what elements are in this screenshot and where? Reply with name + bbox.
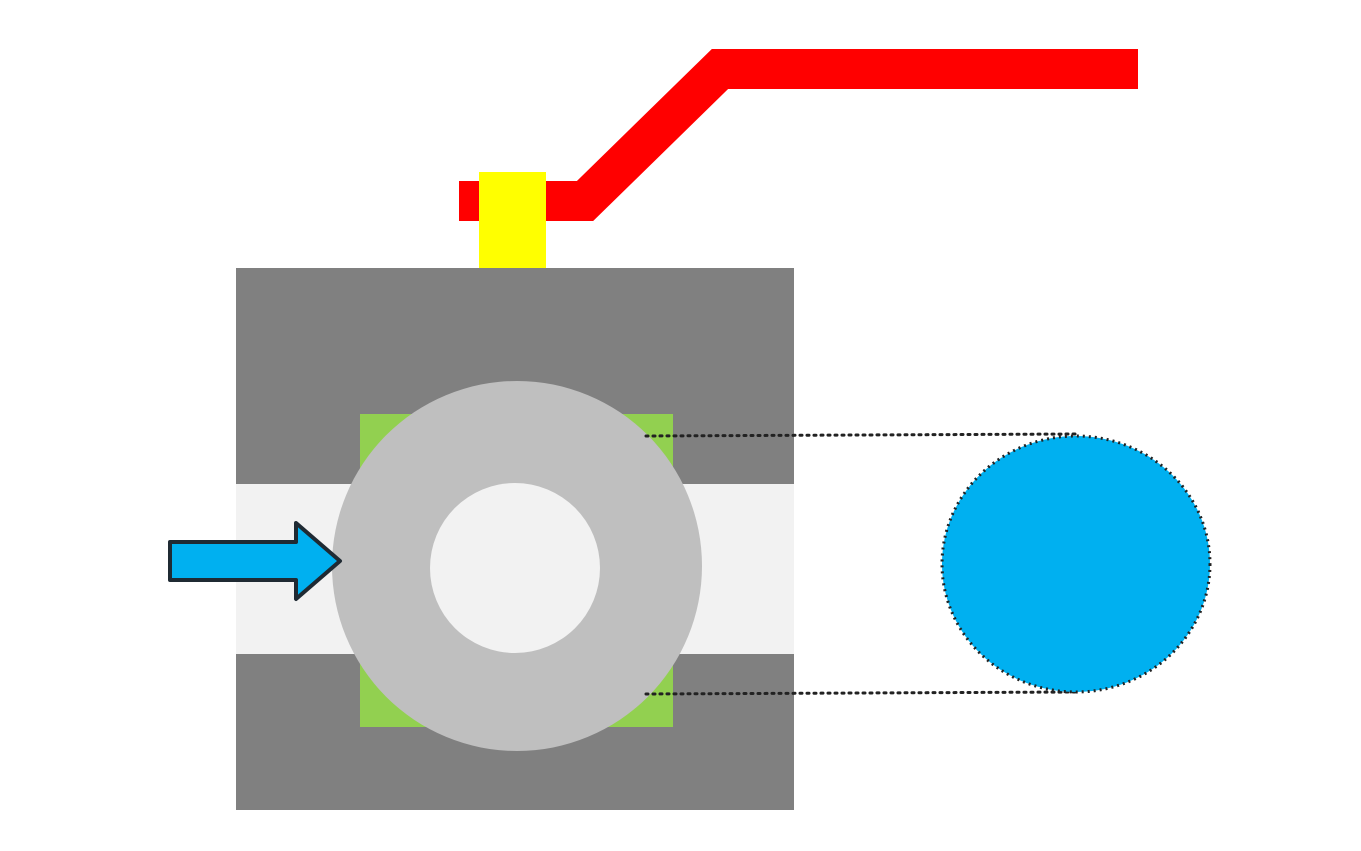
bore-opening-view: [940, 434, 1212, 694]
projection-line-top: [644, 432, 1077, 438]
valve-handle: [459, 49, 1138, 221]
projection-line-bottom: [644, 690, 1077, 696]
ball-bore: [430, 483, 600, 653]
flow-arrow-icon: [168, 521, 342, 601]
